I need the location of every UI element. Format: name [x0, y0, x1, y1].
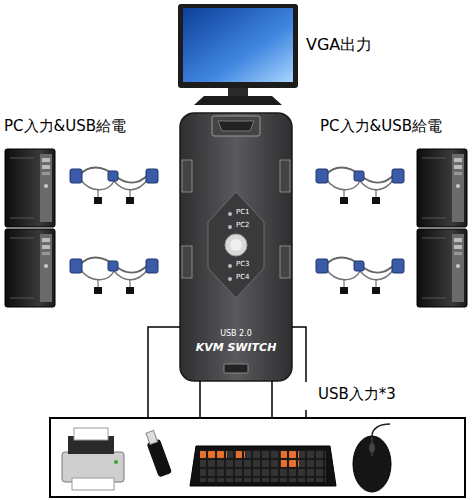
device-title: KVM SWITCH: [196, 342, 277, 354]
port-label: PC1: [236, 209, 250, 217]
input-label: PC入力&USB給電: [320, 118, 442, 135]
port-label: PC4: [236, 274, 250, 282]
port-label: PC2: [236, 222, 250, 230]
input-label: USB入力*3: [318, 386, 396, 403]
output-label: VGA出力: [306, 36, 372, 54]
input-label: PC入力&USB給電: [4, 118, 126, 135]
device-label: USB 2.0: [220, 330, 252, 339]
port-label: PC3: [236, 261, 250, 269]
